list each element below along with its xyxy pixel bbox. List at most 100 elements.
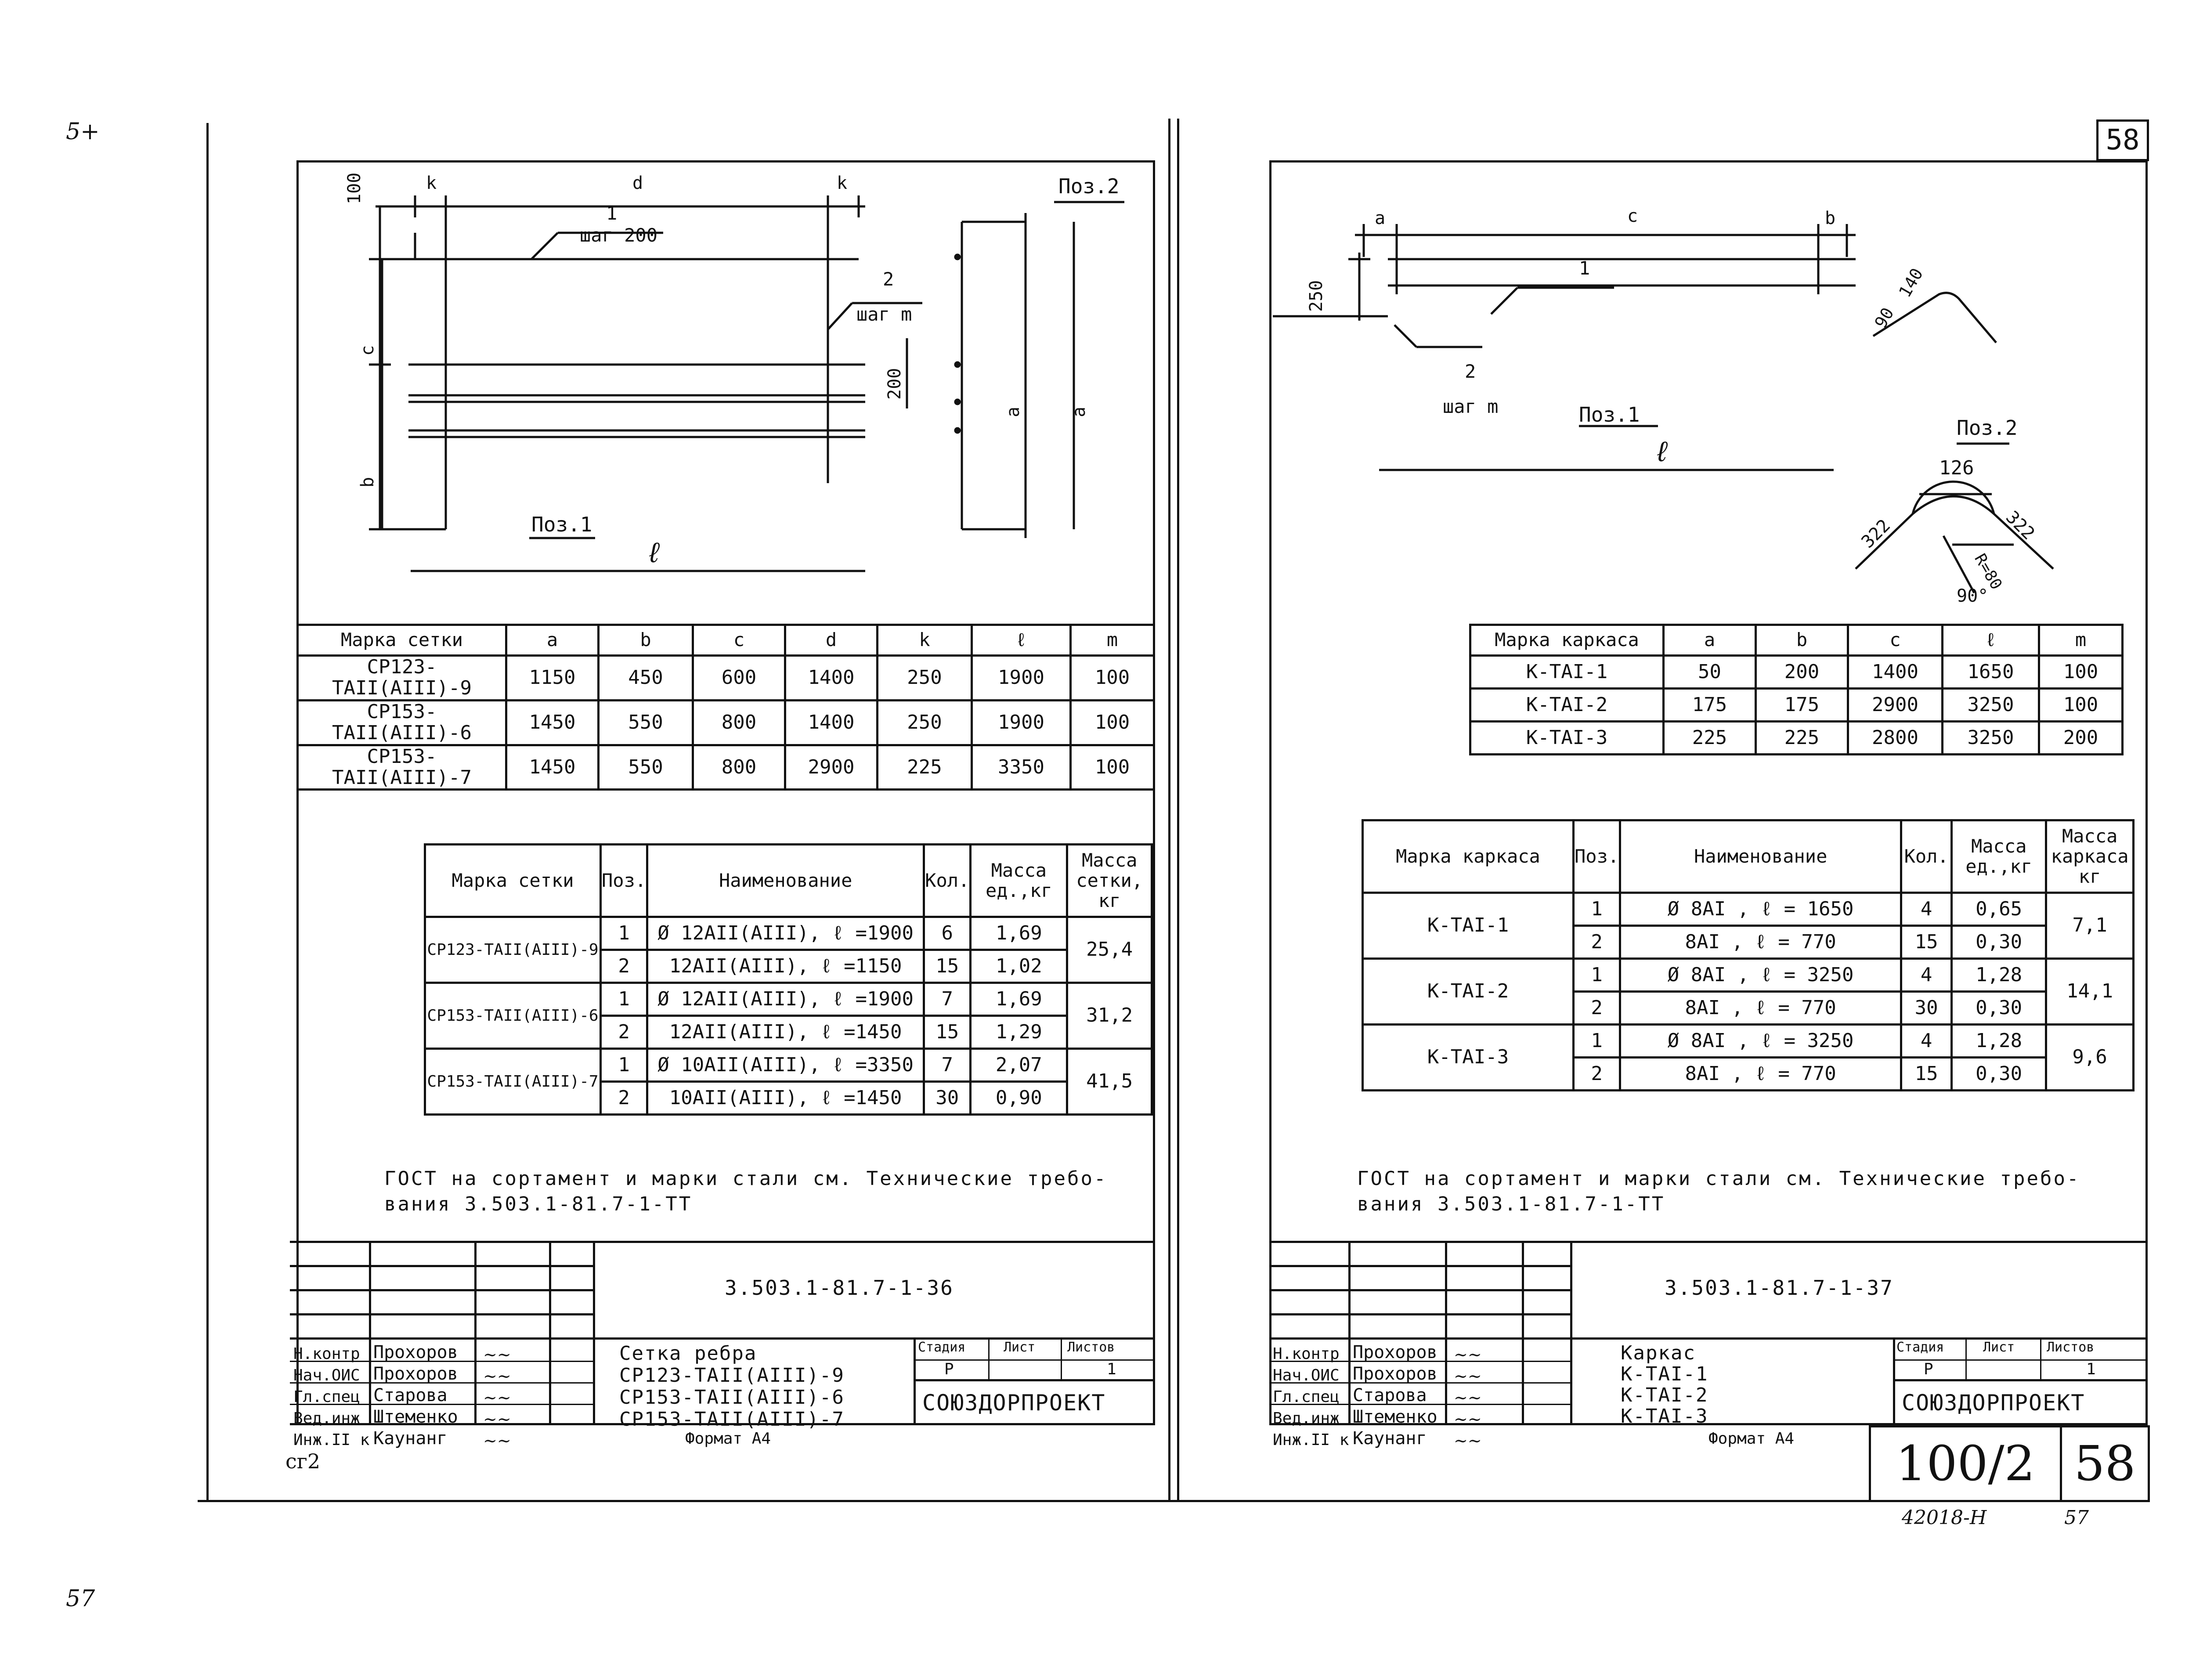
- cell: 100: [1069, 654, 1155, 701]
- table-row: СР153-ТАII(AIII)-6 1 Ø 12АII(AIII), ℓ =1…: [424, 982, 1153, 1050]
- cell: 100: [2038, 654, 2124, 690]
- role-label: Н.контр: [293, 1345, 360, 1363]
- cell: 12АII(AIII), ℓ =1450: [646, 1015, 925, 1050]
- cell: 1900: [971, 699, 1072, 746]
- cell: 0,90: [969, 1080, 1069, 1116]
- col-unit-mass: Масса ед.,кг: [1950, 819, 2048, 894]
- right-title-block: 3.503.1-81.7-1-37 Н.контр Нач.ОИС Гл.спе…: [1269, 1241, 2148, 1450]
- cell: 2: [1572, 990, 1622, 1026]
- right-roles-column: Н.контр Нач.ОИС Гл.спец Вед.инж Инж.II к: [1273, 1343, 1349, 1451]
- right-names-column: Прохоров Прохоров Старова Штеменко Кауна…: [1353, 1342, 1438, 1449]
- cell: 8АI , ℓ = 770: [1619, 1056, 1903, 1091]
- pos2-caption: Поз.2: [1058, 174, 1119, 198]
- cell: 10АII(AIII), ℓ =1450: [646, 1080, 925, 1116]
- dim-200: 200: [885, 368, 905, 400]
- archive-page-num: 57: [2064, 1507, 2089, 1529]
- col-m: m: [2038, 624, 2124, 657]
- cell: 12АII(AIII), ℓ =1150: [646, 949, 925, 984]
- cell: 1,69: [969, 916, 1069, 951]
- pos1-caption: Поз.1: [531, 513, 592, 536]
- col-qty: Кол.: [923, 843, 972, 918]
- dim-k-right: k: [837, 173, 847, 193]
- cell: 1,69: [969, 982, 1069, 1017]
- signer-name: Прохоров: [1353, 1364, 1438, 1384]
- cell: 1,28: [1950, 1023, 2048, 1059]
- table-row: 2 8АI , ℓ = 770 15 0,30: [1363, 1056, 2134, 1091]
- role-label: Н.контр: [1273, 1345, 1340, 1363]
- stage-value: Р: [944, 1360, 954, 1378]
- margin-note-top-left: 5+: [66, 119, 100, 145]
- cell: 8АI , ℓ = 770: [1619, 925, 1903, 960]
- role-label: Инж.II к: [293, 1431, 370, 1449]
- sheet-label: Лист: [1004, 1340, 1036, 1355]
- dim-322-right: 322: [2002, 507, 2039, 544]
- cell: 100: [1069, 699, 1155, 746]
- sheet-label: Лист: [1983, 1340, 2015, 1355]
- cell: 100: [2038, 687, 2124, 723]
- pos1-step: шаг 200: [580, 224, 657, 246]
- col-pos: Поз.: [1572, 819, 1622, 894]
- cell: 15: [1900, 925, 1953, 960]
- table-row: 2 8АI , ℓ = 770 30 0,30: [1363, 990, 2134, 1026]
- cell: СР153-ТАII(AIII)-7: [296, 744, 507, 791]
- dim-c: c: [358, 345, 378, 356]
- cell: 225: [1755, 720, 1849, 755]
- role-label: Нач.ОИС: [1273, 1366, 1340, 1384]
- left-format: Формат А4: [685, 1430, 771, 1448]
- role-label: Вед.инж: [293, 1409, 360, 1427]
- col-k: k: [876, 624, 973, 657]
- role-label: Гл.спец: [1273, 1388, 1340, 1406]
- cell: СР153-ТАII(AIII)-6: [296, 699, 507, 746]
- cell: 225: [1662, 720, 1757, 755]
- ell-label: ℓ: [646, 537, 662, 569]
- sheets-value: 1: [1107, 1360, 1116, 1378]
- cell: 225: [876, 744, 973, 791]
- cell: 1450: [505, 699, 600, 746]
- col-ell: ℓ: [1941, 624, 2040, 657]
- cell: 1450: [505, 744, 600, 791]
- cell: 1,02: [969, 949, 1069, 984]
- cell: 250: [876, 699, 973, 746]
- signer-name: Штеменко: [1353, 1407, 1438, 1427]
- cell: 550: [597, 699, 694, 746]
- right-signatures: ~~~~~~~~~~: [1454, 1345, 1482, 1450]
- left-doc-code: 3.503.1-81.7-1-36: [725, 1276, 954, 1300]
- cell: 50: [1662, 654, 1757, 690]
- right-doc-code: 3.503.1-81.7-1-37: [1665, 1276, 1894, 1300]
- cell: К-ТАI-1: [1469, 654, 1665, 690]
- dim-322-left: 322: [1858, 515, 1895, 552]
- spread-bottom-edge: [198, 1500, 2130, 1502]
- col-qty: Кол.: [1900, 819, 1953, 894]
- cell: 30: [1900, 990, 1953, 1026]
- org-name: СОЮЗДОРПРОЕКТ: [922, 1390, 1106, 1416]
- signer-name: Каунанг: [373, 1428, 448, 1449]
- col-mark: Марка сетки: [296, 624, 507, 657]
- dim-90: 90: [1871, 304, 1898, 332]
- right-sheet-title: Каркас К-ТАI-1 К-ТАI-2 К-ТАI-3: [1621, 1342, 1708, 1427]
- dim-a-total: a: [1069, 407, 1089, 417]
- page-number: 58: [2074, 1435, 2136, 1492]
- right-format: Формат А4: [1708, 1430, 1795, 1448]
- pos2-caption: Поз.2: [1957, 416, 2017, 440]
- col-unit-mass: Масса ед.,кг: [969, 843, 1069, 918]
- sheets-value: 1: [2086, 1360, 2096, 1378]
- col-b: b: [1755, 624, 1849, 657]
- dim-k-left: k: [426, 173, 437, 193]
- table-row: К-ТАI-1 1 Ø 8АI , ℓ = 1650 4 0,65 7,1: [1362, 892, 2135, 960]
- pos2-step: шаг m: [856, 303, 912, 325]
- cell: 1: [599, 916, 649, 951]
- cell: 2900: [1847, 687, 1943, 723]
- cell: 8АI , ℓ = 770: [1619, 990, 1903, 1026]
- cell: 2: [1572, 925, 1622, 960]
- col-c: c: [692, 624, 786, 657]
- left-names-column: Прохоров Прохоров Старова Штеменко Кауна…: [373, 1342, 458, 1449]
- signer-name: Старова: [1353, 1385, 1427, 1405]
- col-mark: Марка каркаса: [1362, 819, 1575, 894]
- cell: 800: [692, 699, 786, 746]
- archive-stamp: 42018-Н: [1902, 1507, 1987, 1529]
- col-c: c: [1847, 624, 1943, 657]
- left-spec-table: Марка сетки Поз. Наименование Кол. Масса…: [424, 843, 1153, 1116]
